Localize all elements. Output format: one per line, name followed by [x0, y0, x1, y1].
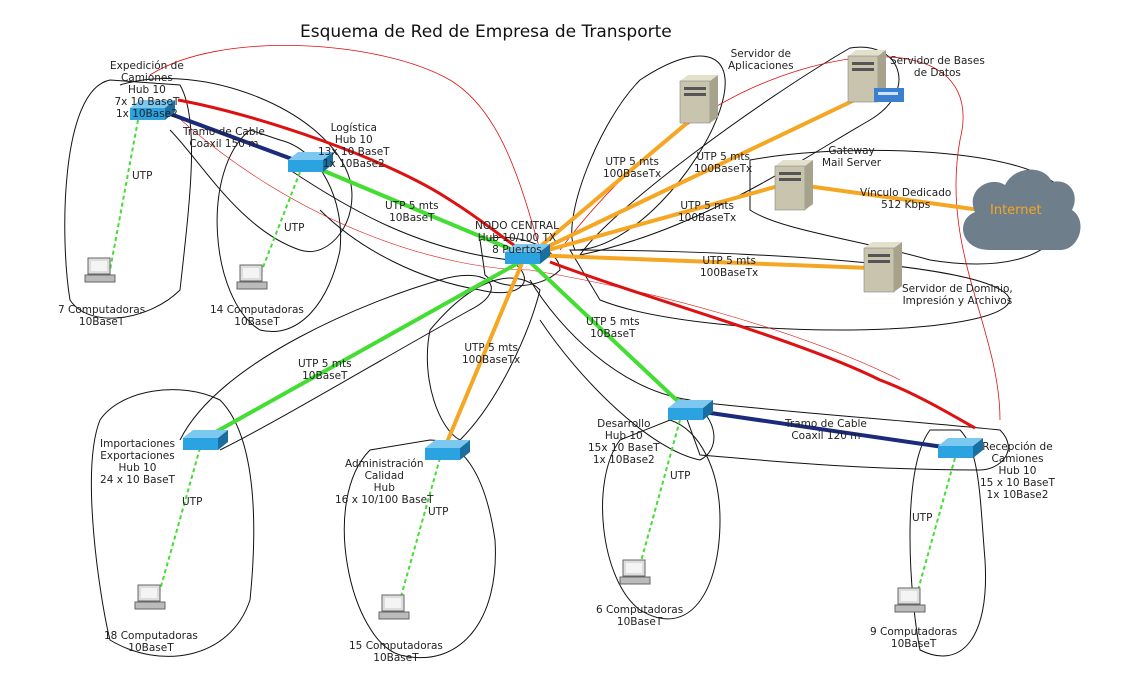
computer-icon-desarrollo [619, 559, 651, 585]
utp-link-dominio [529, 253, 871, 270]
pc-link-importaciones [159, 447, 201, 591]
hub-icon-recepcion [938, 438, 983, 458]
computer-icon-recepcion [894, 587, 926, 613]
computer-icon-administracion [378, 594, 410, 620]
diagram-title: Esquema de Red de Empresa de Transporte [300, 22, 672, 42]
coax-link-expedicion-logistica [164, 110, 301, 164]
pc-link-expedicion [109, 119, 139, 271]
utp-label-pc-recepcion: UTP [912, 512, 933, 524]
utp-label-pc-expedicion: UTP [132, 170, 153, 182]
internet-label: Internet [990, 203, 1042, 218]
utp-label-pc-importaciones: UTP [182, 496, 203, 508]
pc-link-administracion [399, 457, 441, 601]
utp-link-aplicaciones [528, 116, 695, 257]
server-icon-aplicaciones [679, 75, 718, 124]
hub-icon-administracion [425, 440, 470, 460]
utp-label-pc-logistica: UTP [284, 222, 305, 234]
computers [84, 257, 926, 620]
utp-link-logistica [304, 161, 526, 257]
red-ring [149, 45, 1001, 430]
hub-icon-logistica [288, 152, 333, 172]
dedicated-link [799, 183, 981, 212]
pc-link-recepcion [917, 457, 956, 591]
coax-link-desarrollo-recepcion [689, 408, 951, 450]
utp-link-importaciones [204, 260, 521, 440]
server-icon-bases [847, 50, 904, 103]
hub-icon-central [505, 244, 550, 264]
hub-icon-desarrollo [668, 400, 713, 420]
computer-icon-logistica [236, 264, 268, 290]
utp-label-pc-administracion: UTP [428, 506, 449, 518]
server-icon-dominio [863, 242, 902, 293]
computer-icon-importaciones [134, 584, 166, 610]
utp-link-bases [529, 93, 866, 257]
server-label-dominio: Servidor de Dominio,Impresión y Archivos [902, 283, 1013, 307]
server-icon-gateway [774, 160, 813, 211]
computer-icon-expedicion [84, 257, 116, 283]
internet-cloud-icon [963, 169, 1081, 250]
utp-link-administracion [443, 262, 524, 448]
utp-link-gateway [529, 183, 783, 257]
hubs [130, 100, 983, 460]
hand-drawn-loops [64, 46, 1066, 659]
hub-icon-importaciones [183, 430, 228, 450]
utp-link-desarrollo [528, 260, 687, 410]
pc-link-logistica [259, 171, 301, 276]
hub-icon-expedicion [130, 100, 175, 120]
utp-label-pc-desarrollo: UTP [670, 470, 691, 482]
servers [679, 50, 904, 293]
link-lines [109, 93, 981, 601]
